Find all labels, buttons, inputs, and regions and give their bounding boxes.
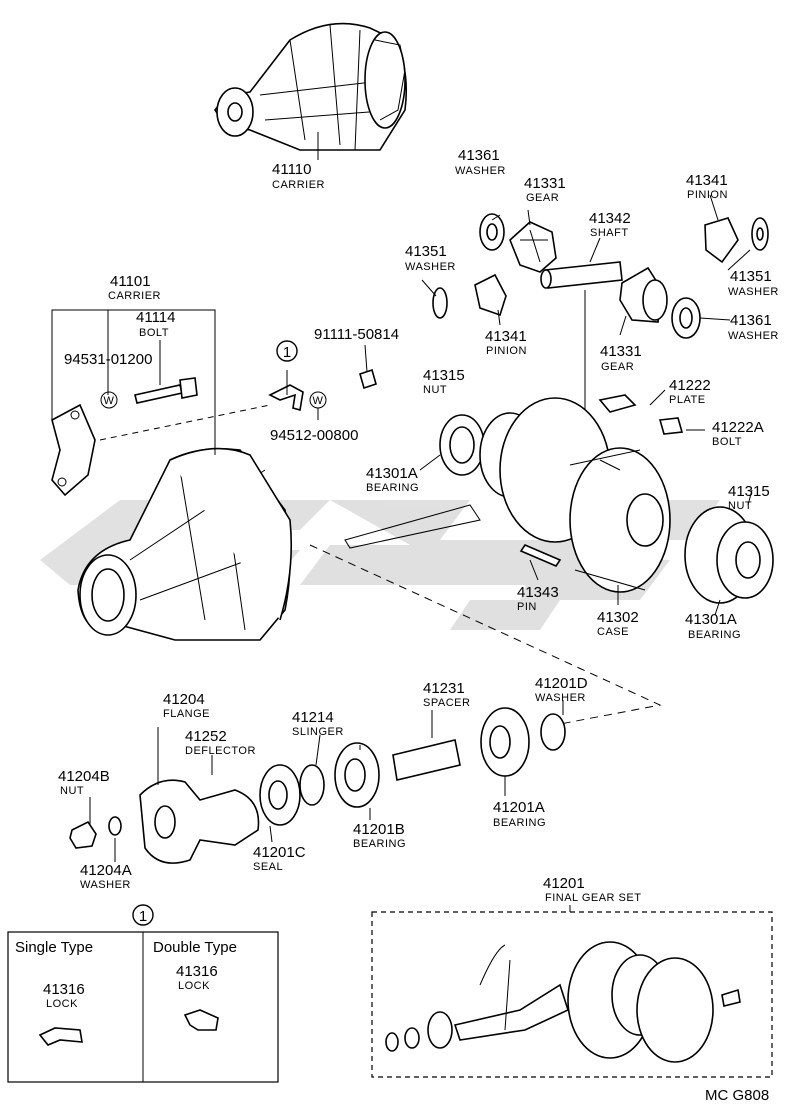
label-41351a-num: 41351 bbox=[405, 243, 447, 260]
label-41301Ab-name: BEARING bbox=[688, 629, 741, 641]
label-41341a-name: PINION bbox=[687, 189, 728, 201]
label-41110-name: CARRIER bbox=[272, 179, 325, 191]
pinion-parts-drawing bbox=[69, 707, 566, 864]
lock-double-drawing bbox=[183, 1009, 219, 1031]
inset-marker: 1 bbox=[139, 908, 147, 925]
label-41201D-num: 41201D bbox=[535, 675, 588, 692]
label-41201C-name: SEAL bbox=[253, 861, 283, 873]
label-41341b-name: PINION bbox=[486, 345, 527, 357]
label-41315a-num: 41315 bbox=[423, 367, 465, 384]
carrier-41101-drawing bbox=[51, 403, 293, 641]
label-41114-name: BOLT bbox=[139, 327, 169, 339]
label-41301Aa-num: 41301A bbox=[366, 465, 418, 482]
plate-small-drawing bbox=[268, 384, 304, 412]
label-41361a-name: WASHER bbox=[455, 165, 506, 177]
label-41361b-num: 41361 bbox=[730, 312, 772, 329]
single-type-title: Single Type bbox=[15, 939, 93, 956]
label-41204A-name: WASHER bbox=[80, 879, 131, 891]
label-41331a-num: 41331 bbox=[524, 175, 566, 192]
label-41361b-name: WASHER bbox=[728, 330, 779, 342]
label-41201D-name: WASHER bbox=[535, 692, 586, 704]
footer-code: MC G808 bbox=[705, 1087, 769, 1104]
callout-marker-circle bbox=[276, 340, 298, 362]
label-41204-num: 41204 bbox=[163, 691, 205, 708]
label-41342-name: SHAFT bbox=[590, 227, 629, 239]
label-94512-num: 94512-00800 bbox=[270, 427, 358, 444]
label-41351b-num: 41351 bbox=[730, 268, 772, 285]
label-41214-name: SLINGER bbox=[292, 726, 344, 738]
label-41343-num: 41343 bbox=[517, 584, 559, 601]
lock-single-drawing bbox=[38, 1027, 83, 1046]
label-41341b-num: 41341 bbox=[485, 328, 527, 345]
label-41201C-num: 41201C bbox=[253, 844, 306, 861]
double-type-title: Double Type bbox=[153, 939, 237, 956]
final-gear-set-box bbox=[371, 911, 773, 1078]
label-41222A-name: BOLT bbox=[712, 436, 742, 448]
final-gear-set-drawing bbox=[385, 941, 741, 1063]
label-41204B-num: 41204B bbox=[58, 768, 110, 785]
label-41222-name: PLATE bbox=[669, 394, 706, 406]
label-41222A-num: 41222A bbox=[712, 419, 764, 436]
label-41302-name: CASE bbox=[597, 626, 629, 638]
label-41204A-num: 41204A bbox=[80, 862, 132, 879]
label-41101-num: 41101 bbox=[110, 273, 151, 290]
label-41331b-num: 41331 bbox=[600, 343, 642, 360]
label-41315a-name: NUT bbox=[423, 384, 447, 396]
label-41331a-name: GEAR bbox=[526, 192, 559, 204]
label-91111-num: 91111-50814 bbox=[314, 326, 399, 343]
ring-gear-case-drawing bbox=[344, 394, 774, 604]
washer-mark-2: W bbox=[313, 395, 324, 407]
label-41252-num: 41252 bbox=[185, 728, 227, 745]
label-41201B-num: 41201B bbox=[353, 821, 405, 838]
label-41222-num: 41222 bbox=[669, 377, 711, 394]
label-41201A-num: 41201A bbox=[493, 799, 545, 816]
label-41204B-name: NUT bbox=[60, 785, 84, 797]
single-lock-name: LOCK bbox=[46, 998, 78, 1010]
label-41315b-num: 41315 bbox=[728, 483, 770, 500]
label-41231-name: SPACER bbox=[423, 697, 470, 709]
label-41315b-name: NUT bbox=[728, 500, 752, 512]
label-94531-num: 94531-01200 bbox=[64, 351, 152, 368]
single-lock-num: 41316 bbox=[43, 981, 85, 998]
label-41201A-name: BEARING bbox=[493, 817, 546, 829]
label-41302-num: 41302 bbox=[597, 609, 639, 626]
label-41214-num: 41214 bbox=[292, 709, 334, 726]
label-41343-name: PIN bbox=[517, 601, 537, 613]
label-41351a-name: WASHER bbox=[405, 261, 456, 273]
label-41342-num: 41342 bbox=[589, 210, 631, 227]
diff-gears-drawing bbox=[432, 213, 769, 339]
label-41301Aa-name: BEARING bbox=[366, 482, 419, 494]
label-41201-name: FINAL GEAR SET bbox=[545, 892, 641, 904]
label-41110-num: 41110 bbox=[272, 161, 312, 178]
label-41361a-num: 41361 bbox=[458, 147, 500, 164]
label-41341a-num: 41341 bbox=[686, 172, 728, 189]
label-41351b-name: WASHER bbox=[728, 286, 779, 298]
label-41101-name: CARRIER bbox=[108, 290, 161, 302]
label-41252-name: DEFLECTOR bbox=[185, 745, 256, 757]
washer-mark-1: W bbox=[104, 395, 115, 407]
label-41231-num: 41231 bbox=[423, 680, 465, 697]
label-41201B-name: BEARING bbox=[353, 838, 406, 850]
callout-marker: 1 bbox=[283, 344, 291, 361]
bolt-41114-drawing bbox=[134, 377, 198, 404]
label-41114-num: 41114 bbox=[136, 309, 176, 326]
label-41204-name: FLANGE bbox=[163, 708, 210, 720]
label-41201-num: 41201 bbox=[543, 875, 585, 892]
double-lock-name: LOCK bbox=[178, 980, 210, 992]
label-41301Ab-num: 41301A bbox=[685, 611, 737, 628]
label-41331b-name: GEAR bbox=[601, 361, 634, 373]
carrier-41110-drawing bbox=[214, 22, 408, 151]
double-lock-num: 41316 bbox=[176, 963, 218, 980]
inset-marker-circle bbox=[132, 904, 154, 926]
